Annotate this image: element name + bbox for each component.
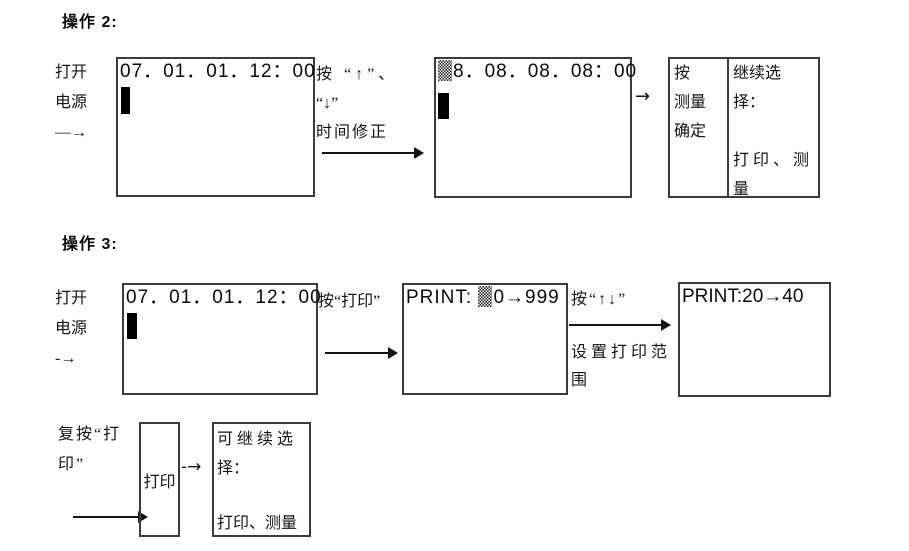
op3-print-box: 打印 bbox=[139, 422, 180, 537]
flow-arrow-icon bbox=[73, 511, 148, 523]
op2-screen2-text: 8．08．08．08：00 bbox=[453, 61, 638, 82]
op2-result-right-line3: 打 印 、 测 bbox=[733, 152, 810, 169]
op3-screen3-display: PRINT:20→40 bbox=[682, 286, 804, 307]
op3-result-line2: 择： bbox=[217, 460, 250, 477]
op2-result-left-cell: 按 测量 确定 bbox=[670, 59, 729, 196]
cursor-block bbox=[121, 87, 130, 114]
op3-screen2-display: PRINT: 0→999 bbox=[406, 286, 566, 310]
op3-screen1-display: 07．01．01．12：00 bbox=[126, 287, 322, 308]
op3-title: 操作 3: bbox=[62, 236, 118, 253]
op3-power-line2: 电源 bbox=[55, 320, 88, 337]
op3-step2-note: 按“↑↓” bbox=[571, 291, 628, 308]
op3-result-box: 可 继 续 选 择： 打印、测量 bbox=[212, 422, 311, 537]
op3-screen-3: PRINT:20→40 bbox=[678, 282, 831, 397]
op3-repeat-line1: 复按“打 bbox=[58, 426, 122, 443]
op2-step-line1: 按 “↑”、 bbox=[316, 66, 399, 83]
dash-arrow-icon: -→ bbox=[181, 457, 202, 477]
cursor-block bbox=[127, 313, 137, 339]
op2-power-line2: 电源 bbox=[55, 94, 88, 111]
op2-screen1-display: 07．01．01．12：00 bbox=[120, 61, 316, 82]
highlight-block bbox=[438, 60, 452, 81]
op2-step-line3: 时间修正 bbox=[316, 124, 389, 141]
cursor-block bbox=[438, 93, 449, 119]
op3-repeat-line2: 印” bbox=[58, 456, 86, 473]
op2-screen2-display: 8．08．08．08：00 bbox=[438, 60, 636, 84]
op3-power-label: 打开 电源 -→ bbox=[55, 284, 87, 374]
op2-result-right-cell: 继续选 择： 打 印 、 测 量 bbox=[729, 59, 818, 198]
op3-screen2-prefix: PRINT: bbox=[406, 287, 479, 308]
op2-title: 操作 2: bbox=[62, 14, 118, 31]
small-arrow-icon: → bbox=[635, 86, 651, 107]
op2-step-note: 按 “↑”、 “↓” 时间修正 bbox=[316, 60, 398, 147]
op3-step1-note: 按“打印” bbox=[318, 293, 381, 310]
op3-repeat-note: 复按“打 印” bbox=[58, 420, 121, 480]
op3-screen2-range: 0→999 bbox=[493, 287, 560, 308]
op2-result-left-line1: 按 bbox=[674, 65, 691, 82]
op3-power-arrow-icon: -→ bbox=[55, 350, 77, 367]
op3-note-line1: 设 置 打 印 范 bbox=[571, 344, 668, 361]
op3-step2-range-note: 设 置 打 印 范 围 bbox=[571, 339, 681, 395]
op3-screen-1: 07．01．01．12：00 bbox=[122, 283, 322, 395]
op2-step-line2: “↓” bbox=[316, 95, 339, 112]
flow-arrow-icon bbox=[569, 319, 671, 331]
op3-power-line1: 打开 bbox=[55, 290, 88, 307]
op2-result-right-line1: 继续选 bbox=[733, 65, 782, 82]
op2-power-label: 打开 电源 —→ bbox=[55, 58, 87, 148]
flow-arrow-icon bbox=[322, 147, 424, 159]
op2-result-table: 按 测量 确定 继续选 择： 打 印 、 测 量 bbox=[668, 57, 820, 198]
op2-result-left-line3: 确定 bbox=[674, 123, 707, 140]
op3-screen-2: PRINT: 0→999 bbox=[402, 283, 568, 395]
op2-result-left-line2: 测量 bbox=[674, 94, 707, 111]
op2-power-arrow-icon: —→ bbox=[55, 124, 87, 141]
op2-result-right-line2: 择： bbox=[733, 94, 766, 111]
flow-arrow-icon bbox=[325, 347, 398, 359]
op2-result-right-line4: 量 bbox=[733, 181, 750, 198]
op2-power-line1: 打开 bbox=[55, 64, 88, 81]
op2-screen-1: 07．01．01．12：00 bbox=[116, 57, 315, 197]
highlight-block bbox=[478, 286, 493, 307]
op3-result-line1: 可 继 续 选 bbox=[217, 431, 294, 448]
op3-result-line3: 打印、测量 bbox=[217, 515, 298, 532]
op2-screen-2: 8．08．08．08：00 bbox=[434, 57, 636, 198]
op3-note-line2: 围 bbox=[571, 372, 588, 389]
op3-print-box-label: 打印 bbox=[143, 473, 176, 491]
